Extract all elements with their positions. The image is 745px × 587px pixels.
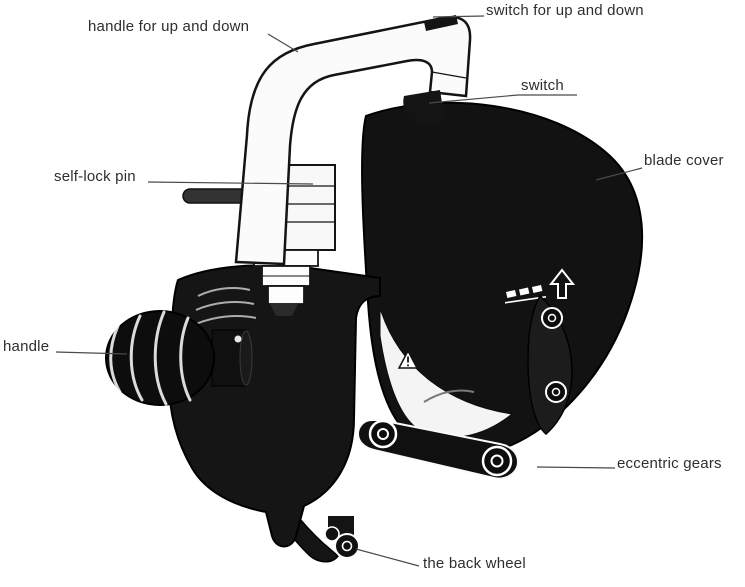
label-switch-up-down: switch for up and down (486, 2, 644, 19)
leader-switch-up-down (432, 15, 485, 18)
warning-triangle-icon (397, 349, 419, 369)
label-handle: handle (3, 338, 50, 355)
label-back-wheel: the back wheel (423, 555, 526, 572)
vent-lines-icon (195, 287, 257, 325)
leader-handle-up-down (267, 33, 299, 53)
top-handle-shape (234, 15, 472, 266)
leader-handle (55, 351, 128, 355)
label-handle-up-down: handle for up and down (88, 18, 250, 35)
back-wheel-shape (324, 516, 360, 559)
linkage-plate-shape (527, 294, 573, 435)
side-handle-shape (105, 310, 253, 406)
blade-cover-shape (361, 101, 644, 455)
label-eccentric-gears: eccentric gears (617, 455, 722, 472)
label-blade-cover: blade cover (644, 152, 724, 169)
leader-back-wheel (355, 548, 420, 567)
leader-blade-cover (595, 167, 643, 181)
spec-markings-icon (505, 285, 546, 304)
eccentric-gear-arm-shape (356, 419, 520, 480)
brand-swoosh-icon (423, 389, 475, 403)
leader-self-lock-pin (147, 181, 314, 185)
leader-lines (55, 15, 643, 567)
leader-switch (428, 94, 519, 104)
trigger-switch-shape (403, 90, 444, 127)
label-switch: switch (521, 77, 564, 94)
leader-eccentric-gears (536, 466, 616, 469)
label-self-lock-pin: self-lock pin (54, 168, 136, 185)
arrow-up-icon (548, 268, 576, 299)
up-down-switch-shape (424, 15, 458, 31)
